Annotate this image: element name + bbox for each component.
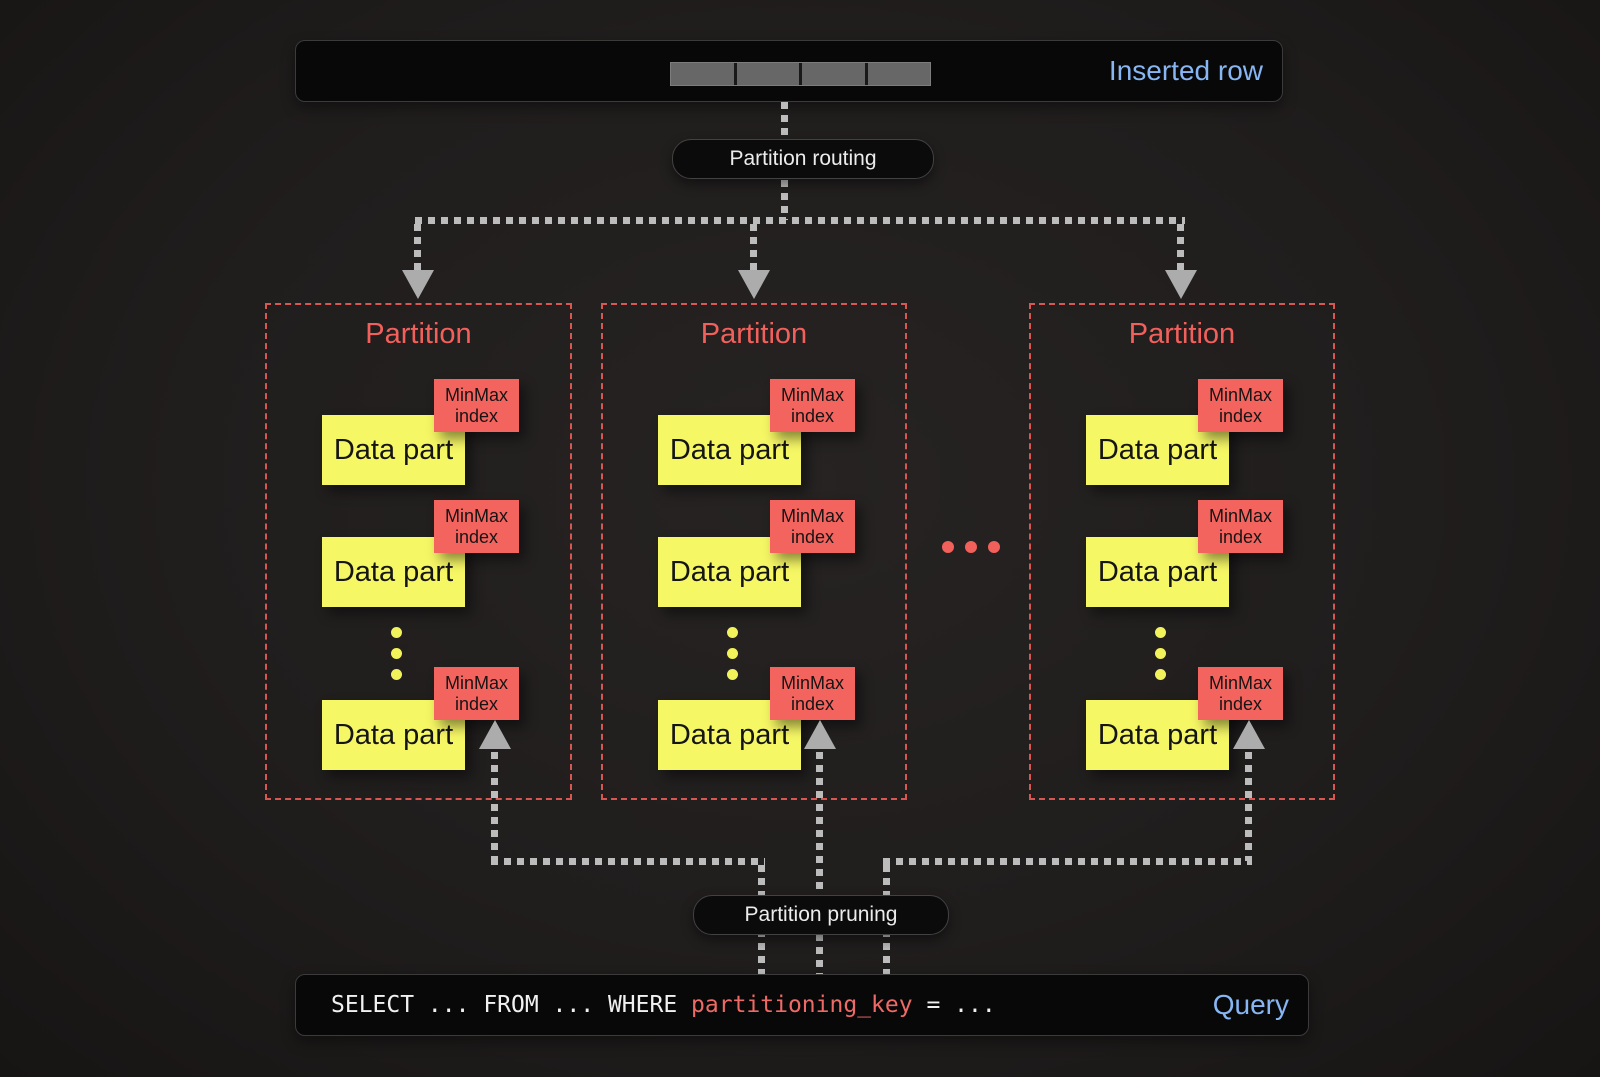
minmax-line1: MinMax [444,384,508,405]
ellipsis-dot [988,541,1000,553]
data-part-label: Data part [333,718,454,751]
minmax-line2: index [1218,693,1263,714]
minmax-index: MinMax index [1198,500,1283,553]
minmax-line2: index [454,526,499,547]
data-part-label: Data part [1097,718,1218,751]
data-part-label: Data part [1097,555,1218,588]
minmax-line1: MinMax [1208,672,1272,693]
vertical-ellipsis [727,627,738,680]
vertical-ellipsis [1155,627,1166,680]
minmax-index: MinMax index [1198,667,1283,720]
minmax-index: MinMax index [434,500,519,553]
partition-title: Partition [700,318,808,350]
row-segment [736,63,799,85]
minmax-index: MinMax index [770,379,855,432]
minmax-line1: MinMax [444,505,508,526]
pruning-arrowhead-3-icon [1233,720,1265,749]
routing-arrowhead-1-icon [402,270,434,299]
minmax-line2: index [454,405,499,426]
data-part-label: Data part [333,433,454,466]
row-segment [802,63,865,85]
pruning-horizontal-line-right [883,858,1252,865]
partition-pruning-text: Partition pruning [744,903,898,926]
minmax-line1: MinMax [780,672,844,693]
partition-routing-label: Partition routing [672,139,934,179]
query-sql-suffix: = ... [912,992,996,1018]
partition-title: Partition [1128,318,1236,350]
ellipsis-dot [391,669,402,680]
minmax-index: MinMax index [434,667,519,720]
ellipsis-dot [727,648,738,659]
minmax-line1: MinMax [780,505,844,526]
ellipsis-dot [1155,669,1166,680]
vertical-ellipsis [391,627,402,680]
row-segment [671,63,734,85]
partition-routing-text: Partition routing [729,147,877,170]
minmax-index: MinMax index [1198,379,1283,432]
minmax-line1: MinMax [1208,384,1272,405]
ellipsis-dot [727,627,738,638]
row-segment [867,63,930,85]
data-part-label: Data part [1097,433,1218,466]
partition-box-1: Partition MinMax index Data part MinMax … [265,303,572,800]
minmax-index: MinMax index [770,500,855,553]
query-label: Query [1212,989,1289,1020]
data-part: Data part [1086,415,1229,485]
routing-arrowhead-3-icon [1165,270,1197,299]
horizontal-ellipsis [942,541,1000,553]
minmax-line1: MinMax [444,672,508,693]
routing-distribution-line [415,217,1185,224]
pruning-horizontal-line-left [491,858,765,865]
routing-drop-line-3 [1177,224,1184,272]
row-segments-bar [670,62,931,86]
query-box: SELECT ... FROM ... WHERE partitioning_k… [295,974,1309,1036]
routing-drop-line-2 [750,224,757,272]
data-part-label: Data part [333,555,454,588]
inserted-row-label: Inserted row [1108,55,1263,86]
query-sql-prefix: SELECT ... FROM ... WHERE [331,992,692,1018]
ellipsis-dot [391,627,402,638]
ellipsis-dot [1155,627,1166,638]
data-part: Data part [322,700,465,770]
ellipsis-dot [1155,648,1166,659]
minmax-line2: index [1218,526,1263,547]
data-part-label: Data part [669,433,790,466]
minmax-line2: index [790,526,835,547]
minmax-line1: MinMax [1208,505,1272,526]
partitioning-key: partitioning_key [691,992,913,1018]
inserted-row-box: Inserted row [295,40,1283,102]
minmax-index: MinMax index [434,379,519,432]
minmax-line2: index [1218,405,1263,426]
ellipsis-dot [965,541,977,553]
partition-box-2: Partition MinMax index Data part MinMax … [601,303,907,800]
minmax-index: MinMax index [770,667,855,720]
pruning-arrowhead-2-icon [804,720,836,749]
routing-arrowhead-2-icon [738,270,770,299]
partition-pruning-label: Partition pruning [693,895,949,935]
routing-drop-line-1 [414,224,421,272]
ellipsis-dot [942,541,954,553]
minmax-line2: index [790,405,835,426]
pruning-rise-line-2 [816,752,823,974]
data-part-label: Data part [669,718,790,751]
pruning-rise-line-3 [1245,752,1252,861]
partition-box-3: Partition MinMax index Data part MinMax … [1029,303,1335,800]
query-sql: SELECT ... FROM ... WHERE partitioning_k… [331,992,996,1018]
minmax-line2: index [454,693,499,714]
ellipsis-dot [727,669,738,680]
minmax-line1: MinMax [780,384,844,405]
ellipsis-dot [391,648,402,659]
partition-title: Partition [365,318,472,350]
pruning-rise-line-1 [491,752,498,861]
pruning-arrowhead-1-icon [479,720,511,749]
data-part-label: Data part [669,555,790,588]
minmax-line2: index [790,693,835,714]
